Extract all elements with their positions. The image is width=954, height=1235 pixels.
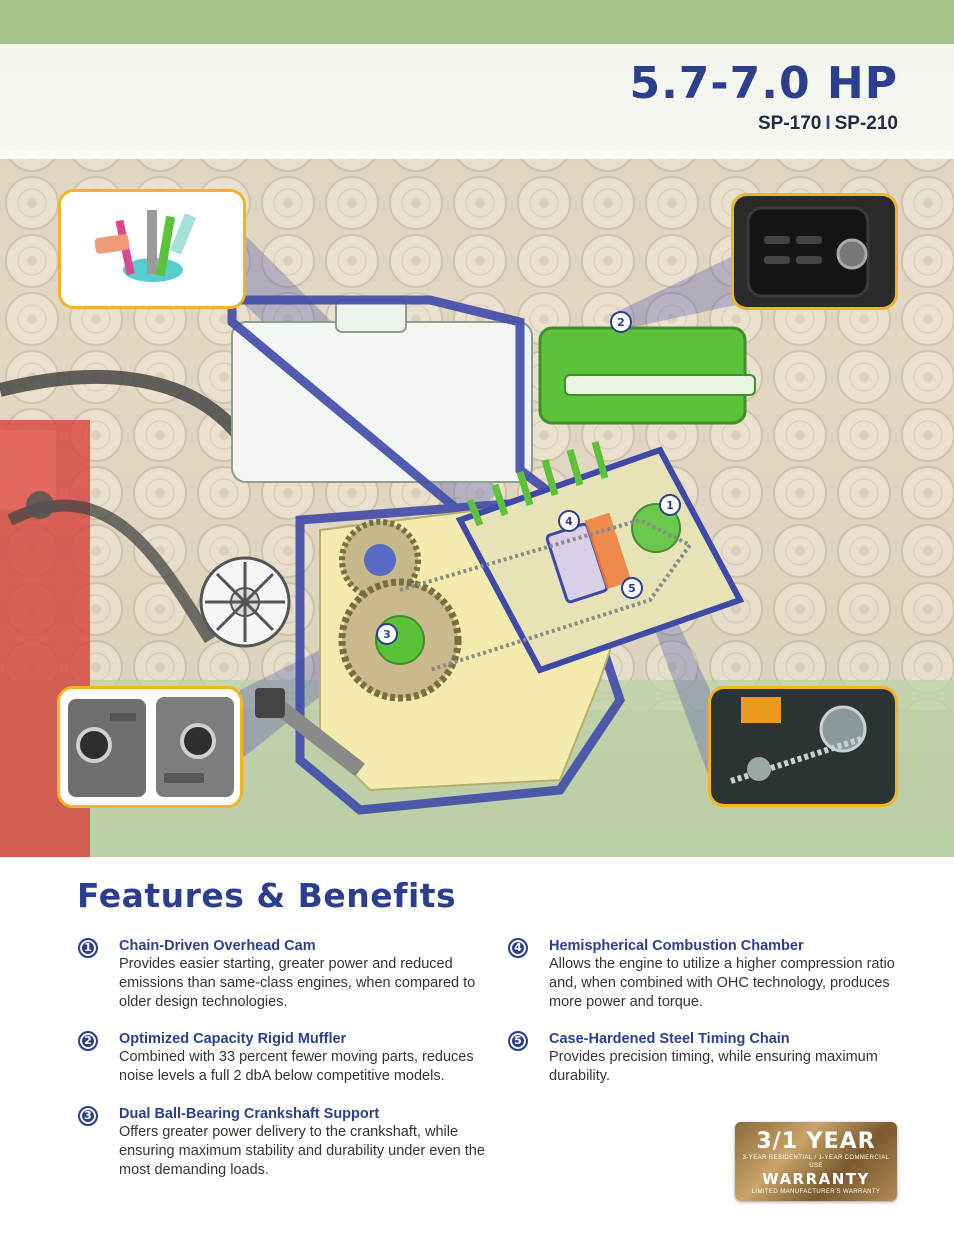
- warranty-label: WARRANTY: [762, 1170, 870, 1188]
- callout-timing-chain-photo: [708, 686, 898, 807]
- svg-text:2: 2: [617, 316, 625, 329]
- feature-3: 3 Dual Ball-Bearing Crankshaft Support O…: [78, 1105, 491, 1180]
- feature-5: 5 Case-Hardened Steel Timing Chain Provi…: [508, 1030, 921, 1086]
- warranty-headline: 3/1 YEAR: [756, 1129, 876, 1154]
- feature-description-line: Combined with 33 percent fewer moving pa…: [119, 1049, 474, 1065]
- feature-title: Dual Ball-Bearing Crankshaft Support: [119, 1106, 380, 1122]
- svg-text:5: 5: [628, 582, 636, 595]
- cam-components-image: [61, 192, 243, 306]
- diagram-badge-2: 2: [610, 311, 632, 333]
- svg-text:3: 3: [383, 628, 391, 641]
- feature-description-line: ensuring maximum stability and durabilit…: [119, 1143, 485, 1159]
- feature-description-line: Provides easier starting, greater power …: [119, 956, 453, 972]
- feature-title: Case-Hardened Steel Timing Chain: [549, 1031, 790, 1047]
- title-band: [0, 44, 954, 159]
- feature-title: Chain-Driven Overhead Cam: [119, 938, 316, 954]
- feature-description-line: and, when combined with OHC technology, …: [549, 975, 890, 991]
- features-heading: Features & Benefits: [77, 876, 457, 915]
- callout-bearing-photo: [57, 686, 243, 808]
- feature-2: 2 Optimized Capacity Rigid Muffler Combi…: [78, 1030, 491, 1086]
- feature-description-line: noise levels a full 2 dbA below competit…: [119, 1068, 445, 1084]
- model-separator: I: [825, 113, 831, 134]
- feature-number-badge: 1: [78, 938, 98, 958]
- feature-number-badge: 2: [78, 1031, 98, 1051]
- feature-description-line: most demanding loads.: [119, 1162, 269, 1178]
- feature-4: 4 Hemispherical Combustion Chamber Allow…: [508, 937, 921, 1012]
- feature-description-line: durability.: [549, 1068, 610, 1084]
- callout-muffler-photo: [731, 193, 898, 310]
- timing-chain-image: [711, 689, 895, 804]
- svg-text:1: 1: [666, 499, 674, 512]
- diagram-badge-4: 4: [558, 510, 580, 532]
- feature-description-line: Offers greater power delivery to the cra…: [119, 1124, 459, 1140]
- warranty-subline: 3-YEAR RESIDENTIAL / 1-YEAR COMMERCIAL U…: [742, 1155, 890, 1169]
- feature-number-badge: 5: [508, 1031, 528, 1051]
- feature-number-badge: 3: [78, 1106, 98, 1126]
- page-title: 5.7-7.0 HP: [629, 58, 898, 109]
- feature-description-line: older design technologies.: [119, 994, 288, 1010]
- feature-title: Hemispherical Combustion Chamber: [549, 938, 804, 954]
- crankcase-bearings-image: [60, 689, 240, 805]
- callout-cam-photo: [58, 189, 246, 309]
- muffler-image: [734, 196, 895, 307]
- diagram-badge-1: 1: [659, 494, 681, 516]
- model-b: SP-210: [834, 113, 898, 134]
- feature-description-line: emissions than same-class engines, when …: [119, 975, 476, 991]
- diagram-badge-5: 5: [621, 577, 643, 599]
- model-a: SP-170: [757, 113, 822, 134]
- warranty-footer: LIMITED MANUFACTURER'S WARRANTY: [751, 1189, 881, 1195]
- diagram-badge-3: 3: [376, 623, 398, 645]
- feature-1: 1 Chain-Driven Overhead Cam Provides eas…: [78, 937, 491, 1012]
- feature-description-line: Provides precision timing, while ensurin…: [549, 1049, 878, 1065]
- feature-description-line: Allows the engine to utilize a higher co…: [549, 956, 895, 972]
- warranty-badge: 3/1 YEAR 3-YEAR RESIDENTIAL / 1-YEAR COM…: [735, 1122, 897, 1201]
- feature-description-line: more power and torque.: [549, 994, 703, 1010]
- svg-text:4: 4: [565, 515, 573, 528]
- feature-number-badge: 4: [508, 938, 528, 958]
- feature-title: Optimized Capacity Rigid Muffler: [119, 1031, 347, 1047]
